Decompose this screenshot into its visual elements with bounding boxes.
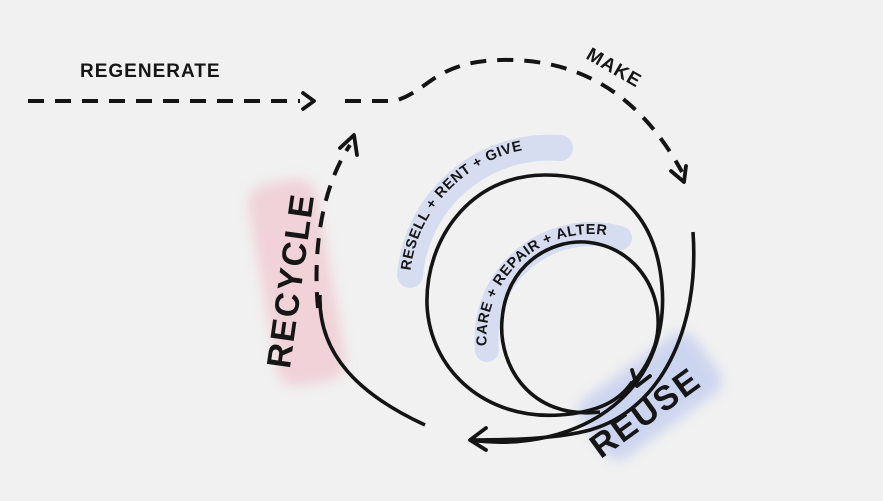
outer-loop-arc — [318, 294, 426, 427]
recycle-highlight — [247, 178, 347, 387]
reuse-arrowhead — [630, 368, 652, 388]
highlight-layer — [247, 134, 722, 460]
make-loop — [469, 231, 696, 442]
return-arrowhead — [468, 426, 488, 452]
regenerate-arrowhead — [301, 91, 316, 111]
resell-arc-label: RESELL + RENT + GIVE — [399, 138, 524, 271]
recycle-dashed-curve — [314, 143, 352, 309]
care-loop — [499, 240, 660, 415]
resell-label-highlight — [397, 134, 573, 288]
regenerate-label: REGENERATE — [80, 61, 221, 82]
make-arrowhead — [669, 164, 688, 184]
care-label-highlight — [474, 222, 632, 362]
recycle-arrowhead — [338, 133, 359, 157]
reuse-highlight — [578, 332, 722, 460]
resell-arc-text: RESELL + RENT + GIVE — [399, 138, 524, 271]
make-label: MAKE — [583, 44, 645, 92]
make-dashed-curve — [345, 57, 684, 173]
